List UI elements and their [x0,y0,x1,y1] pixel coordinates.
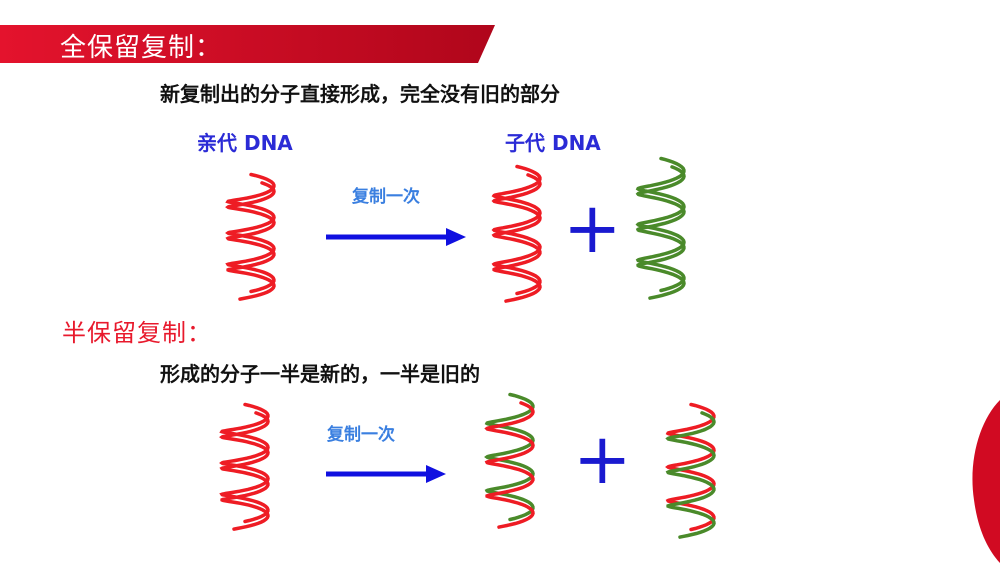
semiconservative-title: 半保留复制： [62,319,212,347]
plus-sign-2: + [573,418,632,500]
hybrid-helix-1-strand-b [484,401,535,529]
parent-helix-1-strand-b [225,181,276,301]
corner-decoration [972,400,1000,563]
child-dna-label: 子代 DNA [505,131,601,155]
replicate-once-label-1: 复制一次 [352,187,420,207]
arrow-2 [326,465,446,483]
conservative-description: 新复制出的分子直接形成，完全没有旧的部分 [160,82,560,106]
child-helix-old-strand-b [491,173,542,303]
child-helix-new-strand-b [635,165,686,300]
plus-sign-1: + [563,187,622,269]
semiconservative-description: 形成的分子一半是新的，一半是旧的 [160,362,480,386]
parent-helix-2-strand-b [219,411,270,531]
parent-dna-label: 亲代 DNA [197,131,293,155]
arrow-1 [326,228,466,246]
replicate-once-label-2: 复制一次 [327,425,395,445]
hybrid-helix-2-strand-b [665,411,716,539]
page-title: 全保留复制： [60,33,223,63]
title-banner [0,25,495,63]
